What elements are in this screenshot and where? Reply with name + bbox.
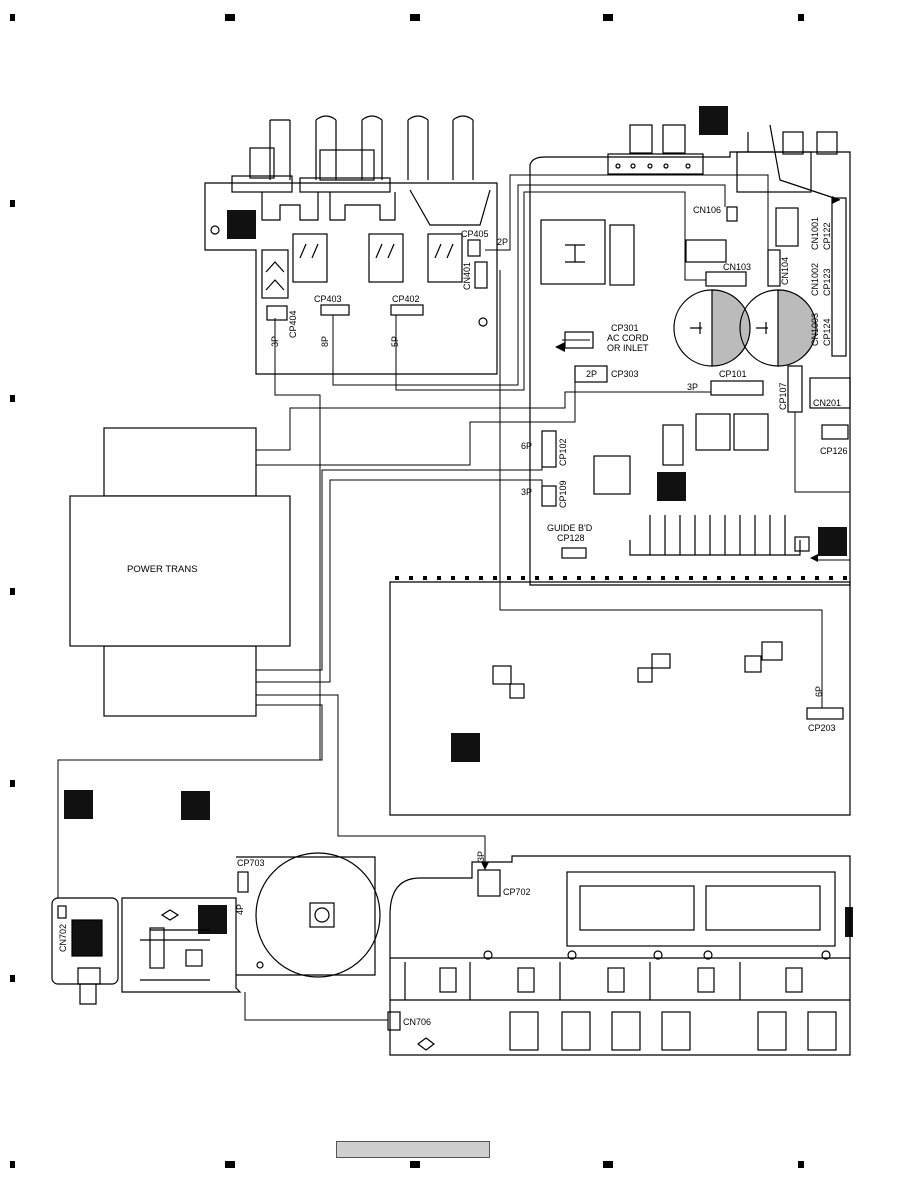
label-cp128: CP128 bbox=[557, 533, 585, 543]
pin-3p-cp101: 3P bbox=[687, 382, 698, 392]
label-cp405: CP405 bbox=[461, 229, 489, 239]
label-cp123: CP123 bbox=[822, 268, 832, 296]
section-markers bbox=[64, 106, 853, 937]
label-cp402: CP402 bbox=[392, 294, 420, 304]
middle-board bbox=[389, 576, 851, 816]
label-cp126: CP126 bbox=[820, 446, 848, 456]
label-cn103: CN103 bbox=[723, 262, 751, 272]
power-trans-label: POWER TRANS bbox=[127, 564, 198, 575]
arrows bbox=[481, 196, 840, 870]
pin-3p-cp404: 3P bbox=[270, 336, 280, 347]
front-panel-switches bbox=[439, 967, 837, 1051]
pin-3p-cp109: 3P bbox=[521, 487, 532, 497]
label-cp124: CP124 bbox=[822, 318, 832, 346]
speaker-board bbox=[204, 115, 498, 375]
label-cn1001: CN1001 bbox=[810, 217, 820, 250]
pin-3p-cp702: 3P bbox=[476, 851, 486, 862]
pin-5p-cp402: 5P bbox=[390, 336, 400, 347]
label-cn104: CN104 bbox=[780, 257, 790, 285]
label-cp702: CP702 bbox=[503, 887, 531, 897]
pin-6p-cp203: 6P bbox=[814, 686, 824, 697]
label-cp301: CP301 bbox=[611, 323, 639, 333]
footer-label-box bbox=[336, 1141, 490, 1158]
label-cn106: CN106 bbox=[693, 205, 721, 215]
power-transformer bbox=[69, 427, 291, 717]
main-board bbox=[529, 124, 851, 586]
label-cn1003: CN1003 bbox=[810, 313, 820, 346]
wires bbox=[57, 174, 850, 1021]
label-cp403: CP403 bbox=[314, 294, 342, 304]
front-panel bbox=[387, 855, 851, 1056]
label-cn401: CN401 bbox=[462, 262, 472, 290]
label-cp102: CP102 bbox=[558, 438, 568, 466]
label-cp122: CP122 bbox=[822, 222, 832, 250]
label-cp303: CP303 bbox=[611, 369, 639, 379]
volume-board bbox=[121, 852, 381, 993]
ac-cord-label-2: OR INLET bbox=[607, 343, 649, 353]
pin-6p-cp102: 6P bbox=[521, 441, 532, 451]
ac-cord-label-1: AC CORD bbox=[607, 333, 649, 343]
label-cp101: CP101 bbox=[719, 369, 747, 379]
label-cn201: CN201 bbox=[813, 398, 841, 408]
pin-2p-cp303: 2P bbox=[586, 369, 597, 379]
label-cn706: CN706 bbox=[403, 1017, 431, 1027]
pin-8p-cp403: 8P bbox=[320, 336, 330, 347]
label-cp404: CP404 bbox=[288, 310, 298, 338]
label-cp107: CP107 bbox=[778, 382, 788, 410]
label-cn702: CN702 bbox=[58, 924, 68, 952]
page-frame bbox=[10, 14, 804, 1168]
pin-4p-cp703: 4P bbox=[235, 904, 245, 915]
label-cn1002: CN1002 bbox=[810, 263, 820, 296]
label-cp203: CP203 bbox=[808, 723, 836, 733]
pin-2p-cp405: 2P bbox=[497, 237, 508, 247]
label-cp109: CP109 bbox=[558, 480, 568, 508]
headphone-board bbox=[51, 897, 119, 1005]
label-cp703: CP703 bbox=[237, 858, 265, 868]
guide-bd-label: GUIDE B'D bbox=[547, 523, 593, 533]
